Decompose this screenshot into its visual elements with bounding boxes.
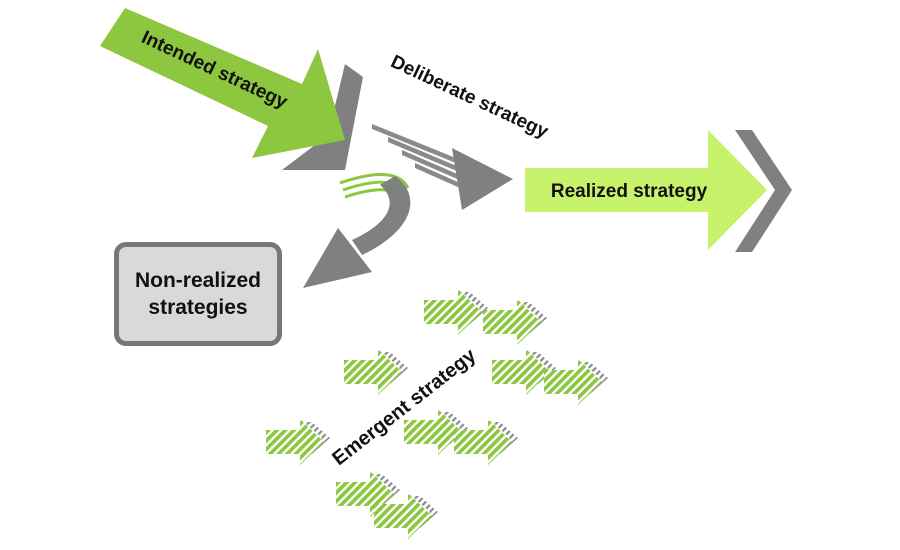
- realized-strategy-arrow-icon: Realized strategy: [525, 130, 792, 252]
- deliberate-strategy-label: Deliberate strategy: [387, 51, 551, 143]
- non-realized-curved-arrow-icon: [303, 172, 411, 288]
- deliberate-arrowhead: [452, 148, 513, 210]
- curve-streak: [339, 172, 410, 189]
- deliberate-streak: [372, 124, 478, 172]
- non-realized-strategies-box: Non-realized strategies: [114, 242, 282, 346]
- emergent-arrow-icon: [424, 289, 488, 335]
- emergent-strategy-arrows: Emergent strategy: [266, 289, 608, 539]
- curved-arrow-shaft: [352, 176, 411, 255]
- realized-arrow-body: [525, 130, 767, 250]
- intended-arrow-body: [100, 8, 345, 158]
- intended-shadow-chevron: [282, 64, 363, 170]
- realized-shadow-chevron: [735, 130, 792, 252]
- curved-arrowhead: [303, 228, 372, 288]
- emergent-arrow-icon: [483, 299, 547, 345]
- intended-strategy-arrow-icon: Intended strategy: [100, 8, 363, 170]
- non-realized-strategies-label: Non-realized strategies: [134, 269, 262, 319]
- emergent-arrow-icon: [266, 419, 330, 465]
- realized-strategy-label: Realized strategy: [551, 181, 708, 202]
- emergent-arrow-icon: [344, 349, 408, 395]
